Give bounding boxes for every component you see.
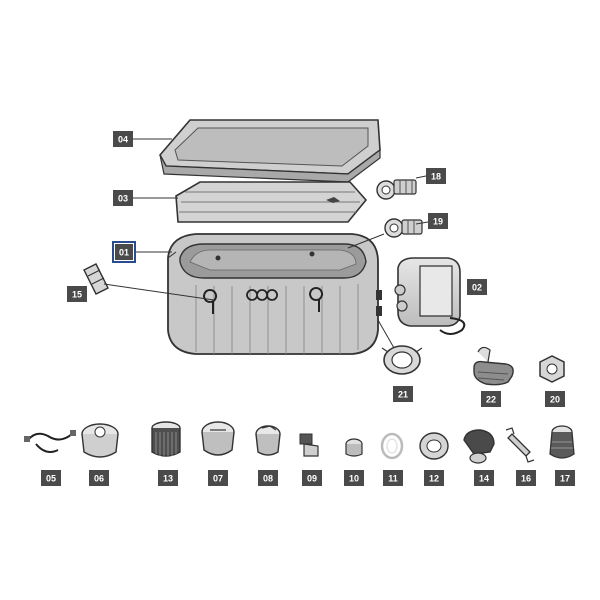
label-09: 09: [302, 470, 322, 486]
label-19-text: 19: [433, 217, 443, 227]
label-22-text: 22: [486, 395, 496, 405]
label-16-text: 16: [521, 474, 531, 484]
part-20-hex-nut: [539, 355, 565, 383]
label-07: 07: [208, 470, 228, 486]
part-07-filter-cover: [201, 421, 235, 456]
part-08-valve-cap: [255, 425, 281, 456]
label-10: 10: [344, 470, 364, 486]
label-01: 01: [115, 244, 133, 260]
label-22: 22: [481, 391, 501, 407]
label-19: 19: [428, 213, 448, 229]
part-19-jet-nozzle: [384, 218, 423, 238]
label-05-text: 05: [46, 474, 56, 484]
label-07-text: 07: [213, 474, 223, 484]
part-15-strap-buckle: [83, 263, 109, 295]
label-14-text: 14: [479, 474, 489, 484]
part-03-inflatable-lid: [175, 181, 368, 223]
label-09-text: 09: [307, 474, 317, 484]
label-04: 04: [113, 131, 133, 147]
label-03: 03: [113, 190, 133, 206]
label-02: 02: [467, 279, 487, 295]
label-18: 18: [426, 168, 446, 184]
label-08: 08: [258, 470, 278, 486]
highlight-box-01: [112, 241, 136, 263]
label-03-text: 03: [118, 194, 128, 204]
label-20-text: 20: [550, 395, 560, 405]
part-13-filter-cartridge: [151, 421, 181, 457]
part-09-adapter: [299, 433, 319, 457]
label-01-text: 01: [119, 248, 129, 258]
label-13-text: 13: [163, 474, 173, 484]
label-15: 15: [67, 286, 87, 302]
label-17-text: 17: [560, 474, 570, 484]
part-12-threaded-ring: [419, 432, 449, 460]
part-01-spa-body: [167, 233, 382, 355]
part-16-spanner-tool: [505, 427, 535, 463]
part-21-connection-ring: [381, 345, 423, 375]
label-12: 12: [424, 470, 444, 486]
label-14: 14: [474, 470, 494, 486]
label-21-text: 21: [398, 390, 408, 400]
part-labels: 01 02 03 04 05 06 07 08 09 10 11 12 13 1…: [41, 131, 575, 486]
label-04-text: 04: [118, 135, 128, 145]
label-15-text: 15: [72, 290, 82, 300]
part-14-drain-valve: [463, 429, 495, 464]
part-06-filter-housing: [81, 423, 119, 458]
label-05: 05: [41, 470, 61, 486]
label-06-text: 06: [94, 474, 104, 484]
part-04-cover: [159, 119, 381, 183]
part-18-jet-nozzle: [376, 179, 417, 200]
label-16: 16: [516, 470, 536, 486]
part-11-o-ring: [380, 432, 404, 460]
label-08-text: 08: [263, 474, 273, 484]
label-18-text: 18: [431, 172, 441, 182]
part-10-small-cap: [345, 438, 363, 457]
label-13: 13: [158, 470, 178, 486]
part-22-headrest: [473, 346, 514, 386]
label-17: 17: [555, 470, 575, 486]
label-06: 06: [89, 470, 109, 486]
label-20: 20: [545, 391, 565, 407]
label-11: 11: [383, 470, 403, 486]
leader-19: [415, 221, 429, 225]
label-12-text: 12: [429, 474, 439, 484]
leader-15: [103, 283, 215, 301]
leader-18: [415, 175, 427, 179]
label-21: 21: [393, 386, 413, 402]
label-11-text: 11: [388, 474, 398, 484]
part-05-hose: [24, 430, 76, 453]
label-02-text: 02: [472, 283, 482, 293]
label-10-text: 10: [349, 474, 359, 484]
part-17-valve-body: [549, 425, 575, 459]
part-02-pump-heater: [394, 257, 466, 335]
